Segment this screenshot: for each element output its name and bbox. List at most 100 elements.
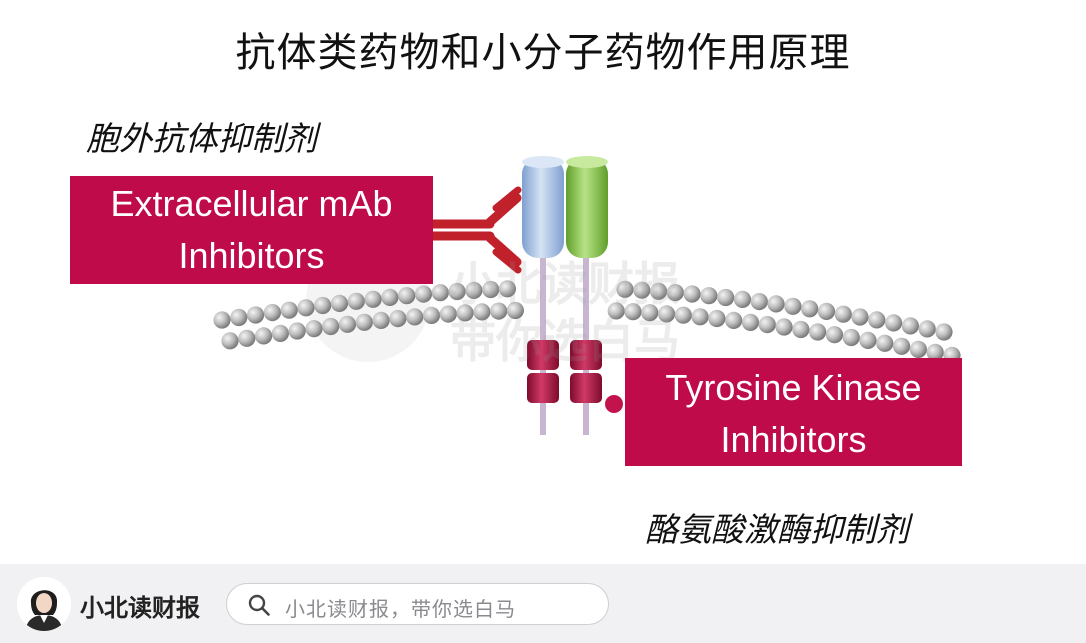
tki-label-line1: Tyrosine Kinase	[665, 367, 922, 408]
membrane-bead	[691, 308, 709, 326]
membrane-bead	[338, 315, 357, 333]
membrane-bead	[809, 323, 827, 341]
membrane-bead	[482, 280, 500, 299]
membrane-bead	[389, 310, 407, 328]
membrane-bead	[271, 324, 289, 342]
footer-bar: 小北读财报 小北读财报，带你选白马	[0, 564, 1086, 643]
membrane-bead	[868, 311, 886, 329]
membrane-bead	[758, 316, 776, 334]
membrane-bead	[801, 300, 819, 318]
watermark-line1: 小北读财报	[450, 257, 680, 311]
membrane-bead	[658, 305, 676, 323]
membrane-bead	[926, 343, 944, 361]
mab-cn-label: 胞外抗体抑制剂	[86, 119, 317, 158]
membrane-bead	[364, 290, 382, 308]
membrane-bead	[616, 280, 634, 298]
membrane-bead	[674, 306, 692, 324]
tki-cn-label: 酪氨酸激酶抑制剂	[645, 510, 909, 549]
membrane-bead	[372, 311, 390, 329]
membrane-bead	[355, 313, 373, 331]
membrane-bead	[398, 287, 416, 305]
membrane-bead	[263, 304, 281, 322]
membrane-bead	[834, 305, 852, 323]
membrane-bead	[280, 301, 298, 319]
membrane-bead	[859, 331, 877, 349]
membrane-bead	[725, 311, 743, 329]
mab-label-box: Extracellular mAb Inhibitors	[70, 176, 433, 284]
membrane-bead	[213, 311, 231, 329]
membrane-bead	[406, 308, 424, 326]
membrane-bead	[817, 302, 836, 320]
membrane-bead	[490, 302, 508, 320]
receptor-green	[566, 156, 608, 258]
membrane-bead	[624, 303, 642, 321]
membrane-bead	[330, 294, 349, 312]
membrane-bead	[708, 309, 726, 328]
membrane-bead	[641, 304, 659, 322]
membrane-bead	[288, 322, 306, 340]
membrane-bead	[456, 304, 474, 322]
membrane-bead	[230, 308, 248, 327]
membrane-bead	[775, 318, 793, 336]
membrane-bead	[876, 334, 894, 352]
membrane-bead	[935, 323, 953, 341]
membrane-bead	[893, 337, 911, 355]
membrane-bead	[901, 317, 920, 335]
membrane-bead	[633, 281, 651, 299]
mab-label-line1: Extracellular mAb	[110, 183, 393, 224]
membrane-bead	[439, 305, 457, 323]
membrane-bead	[238, 329, 256, 347]
membrane-bead	[607, 302, 625, 320]
membrane-bead	[414, 285, 433, 303]
membrane-bead	[741, 313, 760, 331]
tki-label-line2: Inhibitors	[720, 419, 867, 460]
membrane-bead	[700, 287, 718, 305]
membrane-bead	[717, 288, 735, 307]
membrane-bead	[297, 299, 315, 317]
kinase-right	[570, 340, 602, 403]
antibody-icon	[427, 186, 522, 274]
membrane-bead	[247, 306, 265, 324]
membrane-bead	[885, 314, 903, 332]
kinase-left	[527, 340, 559, 403]
membrane-bead	[784, 297, 802, 315]
search-box[interactable]: 小北读财报，带你选白马	[226, 583, 609, 625]
membrane-bead	[851, 308, 869, 326]
membrane-bead	[506, 301, 524, 320]
membrane-bead	[448, 282, 466, 301]
membrane-bead	[381, 288, 399, 306]
mab-label-line2: Inhibitors	[178, 235, 325, 276]
membrane-bead	[842, 328, 860, 347]
search-placeholder[interactable]: 小北读财报，带你选白马	[285, 597, 516, 621]
membrane-bead	[750, 293, 768, 311]
membrane-bead	[918, 320, 936, 338]
brand-name: 小北读财报	[80, 594, 200, 622]
membrane-bead	[322, 317, 340, 336]
diagram-title: 抗体类药物和小分子药物作用原理	[235, 30, 851, 76]
membrane-bead	[305, 320, 323, 338]
membrane-bead	[221, 332, 239, 350]
cell-membrane	[213, 280, 961, 365]
membrane-bead	[792, 320, 810, 339]
membrane-bead	[767, 295, 785, 313]
membrane-bead	[431, 284, 449, 302]
search-icon[interactable]	[247, 593, 271, 617]
membrane-bead	[255, 327, 273, 345]
membrane-bead	[733, 290, 752, 308]
membrane-bead	[465, 281, 483, 299]
mechanism-diagram	[213, 156, 961, 435]
membrane-bead	[347, 292, 365, 310]
tki-label-box: Tyrosine Kinase Inhibitors	[625, 358, 962, 466]
membrane-bead	[314, 296, 332, 315]
membrane-bead	[825, 326, 844, 344]
membrane-bead	[650, 282, 668, 300]
membrane-bead	[473, 303, 491, 321]
membrane-bead	[909, 340, 928, 358]
membrane-bead	[498, 280, 516, 298]
avatar[interactable]	[17, 577, 71, 631]
membrane-bead	[666, 284, 684, 302]
membrane-bead	[683, 285, 701, 303]
membrane-bead	[422, 306, 441, 324]
receptor-blue	[522, 156, 564, 258]
small-molecule-icon	[605, 395, 623, 413]
